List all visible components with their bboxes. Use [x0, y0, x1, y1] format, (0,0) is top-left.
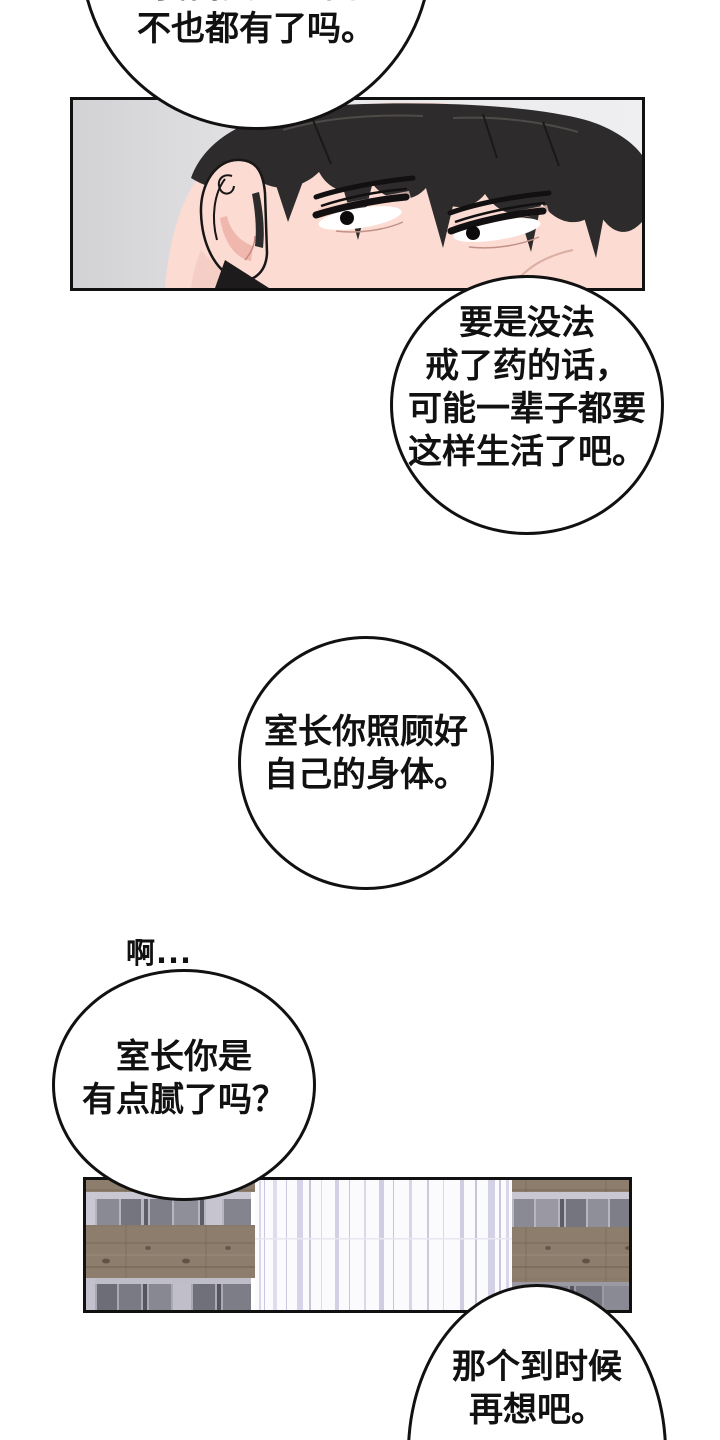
upper-lash	[312, 193, 410, 219]
bubble-line: 不也都有了吗。	[137, 9, 375, 49]
bubble-line: 那个到时候	[452, 1347, 622, 1387]
lower-lid	[468, 236, 540, 249]
face-art	[73, 100, 642, 288]
collar	[215, 260, 269, 288]
bubble-line: 可能一辈子都要	[408, 389, 646, 429]
speech-bubble-tired: 室长你是 有点腻了吗？	[52, 969, 316, 1201]
bubble-line: 室长你是	[116, 1037, 252, 1077]
bubble-line: 室长你照顾好	[264, 712, 468, 752]
pupil	[466, 226, 480, 240]
right-eye	[447, 190, 552, 249]
eyebrow	[313, 175, 416, 200]
hair-highlight	[452, 116, 579, 133]
upper-lash	[447, 207, 547, 235]
bubble-line: 要是没法	[459, 303, 595, 343]
eyebrow	[447, 190, 552, 216]
hair-highlight	[282, 114, 424, 131]
bubble-line: 这样生活了吧。	[408, 432, 646, 472]
hair-strand	[418, 160, 461, 248]
left-facade	[86, 1180, 255, 1310]
lower-lid	[335, 221, 404, 233]
sideburn	[252, 192, 264, 248]
ear-inner-shadow	[220, 216, 253, 261]
bubble-line: 再想吧。	[469, 1390, 605, 1430]
face-panel	[70, 97, 645, 291]
bubble-line: 戒了药的话，	[425, 346, 629, 386]
ear	[199, 158, 269, 282]
pupil	[340, 211, 354, 225]
hair-strand	[335, 160, 376, 240]
left-eye	[312, 175, 416, 233]
bubble-line: 我需要的东西	[154, 0, 358, 8]
hair-line	[312, 119, 332, 165]
bubble-line: 自己的身体。	[264, 755, 468, 795]
hair-strand	[503, 162, 547, 252]
speech-bubble-quit-drug: 要是没法 戒了药的话， 可能一辈子都要 这样生活了吧。	[390, 275, 664, 535]
hair-strand	[271, 170, 305, 222]
hair-line	[482, 113, 498, 159]
speech-bubble-take-care: 室长你照顾好 自己的身体。	[238, 636, 494, 890]
hair-line	[542, 121, 560, 167]
hair-strand	[570, 170, 610, 258]
curtain-wall	[255, 1180, 512, 1310]
sfx-text: 啊...	[126, 936, 193, 970]
bubble-line: 有点腻了吗？	[82, 1080, 286, 1120]
